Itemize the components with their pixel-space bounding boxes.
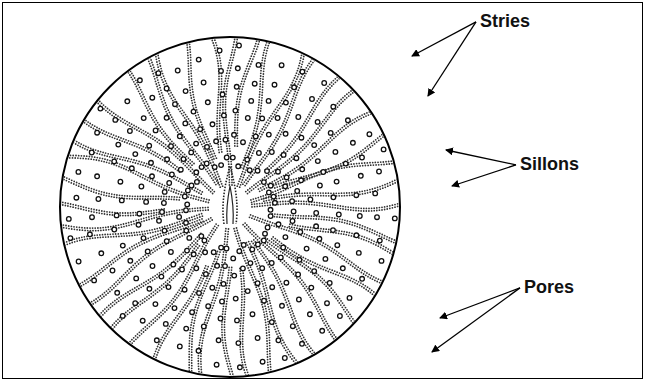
- leader-arrow: [440, 288, 520, 318]
- part-label: Stries: [480, 12, 530, 32]
- leader-arrow: [428, 22, 476, 96]
- central-slit-inner: [227, 186, 234, 224]
- part-label: Sillons: [520, 155, 579, 175]
- image-frame: [2, 2, 643, 379]
- grain-outline: [60, 37, 400, 377]
- leader-arrow: [432, 288, 520, 352]
- leader-arrow: [452, 165, 516, 186]
- central-slit: [223, 166, 237, 224]
- part-label: Pores: [524, 278, 574, 298]
- leader-arrow: [412, 22, 476, 56]
- surface-pattern: [57, 33, 404, 380]
- leader-arrow: [446, 150, 516, 165]
